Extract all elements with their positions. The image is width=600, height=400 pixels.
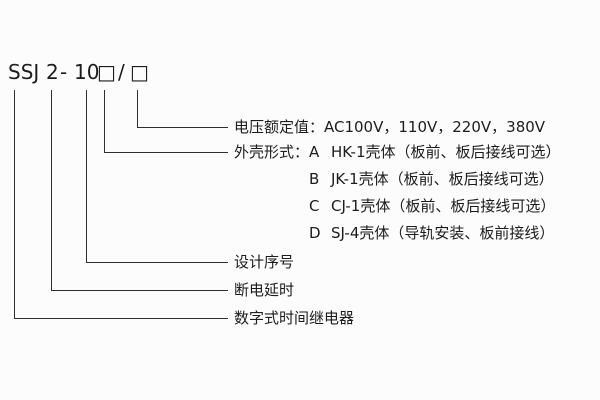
model-series: 10 [74,60,100,84]
shell-option-code-d: D [309,224,321,242]
shell-option-code-b: B [309,170,320,188]
model-box1: □ [97,60,116,84]
product-type-label: 数字式时间继电器 [234,309,355,327]
model-slash: / [118,60,125,84]
model-delay-code: 2 [46,60,59,84]
connector-vertical-design-serial [86,90,87,262]
shell-option-code-a: A [309,143,320,161]
shell-option-text-c: CJ-1壳体（板前、板后接线可选） [331,197,556,215]
shell-option-text-a: HK-1壳体（板前、板后接线可选） [331,143,561,161]
connector-horizontal-shell-form [104,152,228,153]
shell-option-code-c: C [309,197,320,215]
connector-horizontal-design-serial [86,262,228,263]
model-prefix: SSJ [8,60,40,84]
connector-horizontal-product-type [14,318,228,319]
connector-vertical-voltage-rating [137,90,138,127]
design-serial-label: 设计序号 [234,253,295,271]
connector-horizontal-power-off-delay [51,290,228,291]
voltage-rating-label: 电压额定值：AC100V，110V，220V，380V [234,118,546,136]
shell-form-row-d: D SJ-4壳体（导轨安装、板前接线） [309,224,554,242]
connector-vertical-shell-form [104,90,105,152]
power-off-delay-label: 断电延时 [234,281,295,299]
shell-form-label: 外壳形式： [234,143,310,161]
model-box2: □ [130,60,149,84]
connector-horizontal-voltage-rating [137,127,228,128]
shell-option-text-d: SJ-4壳体（导轨安装、板前接线） [331,224,555,242]
shell-option-text-b: JK-1壳体（板前、板后接线可选） [331,170,554,188]
shell-form-row-a: 外壳形式： A HK-1壳体（板前、板后接线可选） [234,143,561,161]
connector-vertical-power-off-delay [51,90,52,290]
model-dash: - [60,60,68,84]
shell-form-row-c: C CJ-1壳体（板前、板后接线可选） [309,197,555,215]
shell-form-row-b: B JK-1壳体（板前、板后接线可选） [309,170,554,188]
connector-vertical-product-type [14,90,15,318]
